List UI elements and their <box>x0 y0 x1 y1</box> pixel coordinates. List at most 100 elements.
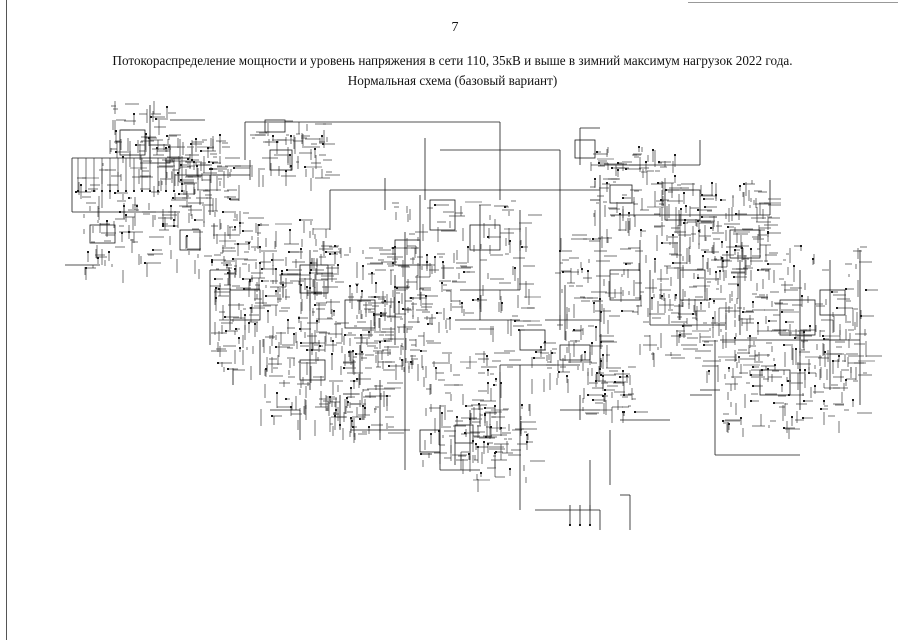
title-line-2: Нормальная схема (базовый вариант) <box>347 73 558 88</box>
schematic-node <box>215 287 217 289</box>
schematic-node <box>661 242 663 244</box>
schematic-node <box>487 369 489 371</box>
schematic-node <box>254 323 256 325</box>
schematic-node <box>589 524 591 526</box>
schematic-node <box>101 190 103 192</box>
schematic-node <box>144 262 146 264</box>
schematic-node <box>493 384 495 386</box>
schematic-node <box>157 190 159 192</box>
schematic-node <box>820 408 822 410</box>
schematic-node <box>186 235 188 237</box>
schematic-node <box>311 349 313 351</box>
schematic-node <box>487 236 489 238</box>
schematic-node <box>573 329 575 331</box>
schematic-node <box>824 351 826 353</box>
title-line-1: Потокораспределение мощности и уровень н… <box>112 53 793 68</box>
schematic-node <box>587 270 589 272</box>
schematic-node <box>322 143 324 145</box>
schematic-node <box>319 345 321 347</box>
schematic-node <box>750 400 752 402</box>
schematic-node <box>343 367 345 369</box>
schematic-node <box>675 294 677 296</box>
schematic-node <box>288 251 290 253</box>
schematic-node <box>234 268 236 270</box>
schematic-node <box>235 328 237 330</box>
schematic-node <box>360 334 362 336</box>
schematic-node <box>604 389 606 391</box>
schematic-node <box>162 225 164 227</box>
schematic-node <box>704 206 706 208</box>
schematic-node <box>734 249 736 251</box>
schematic-node <box>752 385 754 387</box>
schematic-node <box>410 297 412 299</box>
schematic-node <box>128 197 130 199</box>
schematic-node <box>380 312 382 314</box>
schematic-node <box>600 311 602 313</box>
schematic-node <box>310 262 312 264</box>
schematic-node <box>166 135 168 137</box>
schematic-node <box>227 368 229 370</box>
schematic-node <box>351 420 353 422</box>
schematic-node <box>155 118 157 120</box>
schematic-node <box>430 433 432 435</box>
schematic-node <box>314 292 316 294</box>
schematic-node <box>623 394 625 396</box>
schematic-node <box>361 351 363 353</box>
schematic-node <box>87 251 89 253</box>
schematic-node <box>441 282 443 284</box>
schematic-node <box>728 367 730 369</box>
substation-box <box>819 289 846 316</box>
schematic-node <box>394 286 396 288</box>
schematic-node <box>487 382 489 384</box>
schematic-node <box>684 219 686 221</box>
schematic-node <box>812 258 814 260</box>
schematic-node <box>353 380 355 382</box>
schematic-node <box>442 261 444 263</box>
schematic-node <box>791 416 793 418</box>
schematic-node <box>526 441 528 443</box>
schematic-node <box>436 312 438 314</box>
schematic-node <box>123 205 125 207</box>
schematic-node <box>133 113 135 115</box>
schematic-node <box>173 225 175 227</box>
schematic-node <box>287 319 289 321</box>
schematic-node <box>795 348 797 350</box>
schematic-node <box>170 205 172 207</box>
substation-box <box>469 224 501 251</box>
schematic-node <box>860 315 862 317</box>
schematic-node <box>679 334 681 336</box>
schematic-node <box>509 240 511 242</box>
schematic-node <box>122 156 124 158</box>
schematic-node <box>752 301 754 303</box>
schematic-node <box>229 198 231 200</box>
schematic-node <box>181 190 183 192</box>
schematic-node <box>661 295 663 297</box>
schematic-node <box>832 360 834 362</box>
schematic-node <box>617 169 619 171</box>
schematic-node <box>300 342 302 344</box>
schematic-node <box>97 257 99 259</box>
schematic-node <box>334 245 336 247</box>
schematic-node <box>215 297 217 299</box>
schematic-node <box>485 436 487 438</box>
schematic-node <box>362 405 364 407</box>
schematic-node <box>478 403 480 405</box>
schematic-node <box>799 369 801 371</box>
schematic-node <box>594 178 596 180</box>
schematic-node <box>85 190 87 192</box>
schematic-node <box>761 369 763 371</box>
schematic-node <box>735 213 737 215</box>
schematic-node <box>710 227 712 229</box>
schematic-node <box>121 232 123 234</box>
schematic-node <box>823 400 825 402</box>
schematic-node <box>108 251 110 253</box>
schematic-node <box>384 340 386 342</box>
schematic-node <box>306 286 308 288</box>
schematic-node <box>259 246 261 248</box>
schematic-node <box>265 295 267 297</box>
schematic-node <box>380 315 382 317</box>
schematic-node <box>427 323 429 325</box>
schematic-node <box>165 147 167 149</box>
schematic-node <box>514 267 516 269</box>
